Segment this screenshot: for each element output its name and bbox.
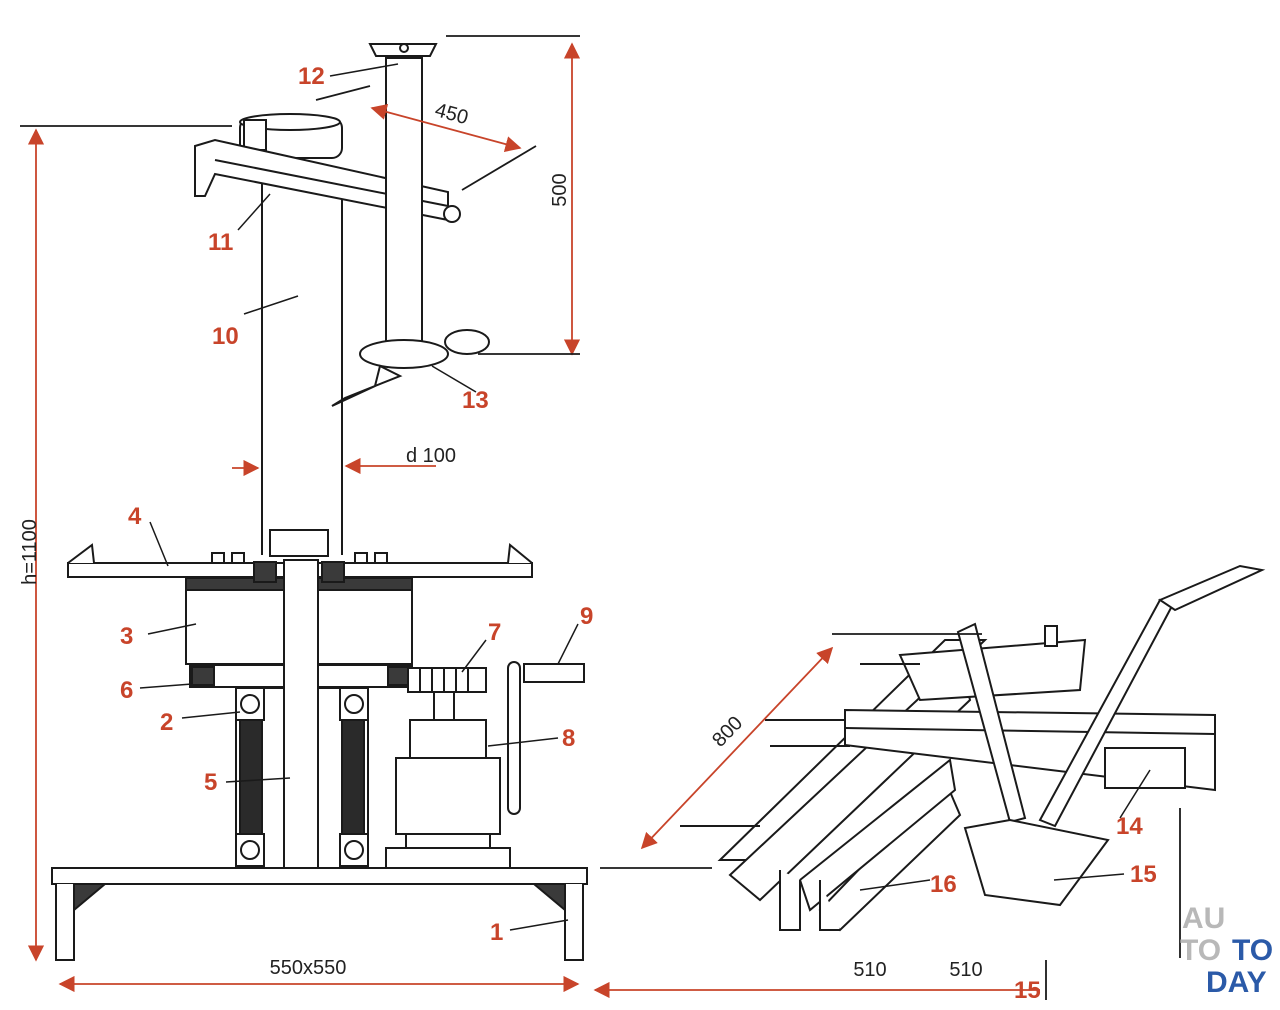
gear-train — [407, 667, 487, 721]
dim-base: 550x550 — [270, 957, 347, 979]
base-table — [51, 867, 588, 961]
motor-reducer — [385, 719, 511, 869]
dim-arm-length: 450 — [433, 99, 471, 129]
central-shaft — [269, 529, 329, 869]
mounting-head — [331, 329, 490, 407]
part-label-16: 16 — [930, 871, 957, 898]
part-label-11: 11 — [208, 229, 233, 256]
part-labels: 12 11 10 13 4 3 6 2 5 7 9 8 1 14 15 16 — [120, 63, 1157, 946]
part-label-8: 8 — [562, 725, 575, 752]
watermark-line3: DAY — [1206, 966, 1267, 999]
dim-span-2: 510 — [949, 959, 982, 981]
part-label-10: 10 — [212, 323, 239, 350]
watermark-logo: AU TO TO DAY — [1180, 902, 1273, 999]
column — [261, 172, 343, 555]
part-label-13: 13 — [462, 387, 489, 414]
part-label-5: 5 — [204, 769, 217, 796]
dim-column-diameter: d 100 — [406, 445, 456, 467]
part-label-2: 2 — [160, 709, 173, 736]
dim-frame-length: 800 — [708, 712, 747, 751]
dim-span-1: 510 — [853, 959, 886, 981]
leader-lines — [139, 63, 1151, 931]
watermark-line1: AU — [1182, 902, 1225, 935]
part-label-12: 12 — [298, 63, 325, 90]
bead-breaker — [680, 564, 1266, 932]
swing-arm — [194, 113, 461, 223]
part-label-14: 14 — [1116, 813, 1143, 840]
watermark-line2a: TO — [1180, 934, 1221, 967]
dim-height: h=1100 — [19, 519, 41, 585]
part-label-9: 9 — [580, 603, 593, 630]
dimension-texts: h=1100 550x550 d 100 450 500 800 510 510… — [19, 99, 1041, 1004]
dim-vertical-travel: 500 — [549, 173, 571, 206]
part-label-3: 3 — [120, 623, 133, 650]
part-label-1: 1 — [490, 919, 503, 946]
part-label-4: 4 — [128, 503, 142, 530]
crank — [507, 661, 585, 815]
dim-span-end: 15 — [1014, 977, 1041, 1004]
part-label-7: 7 — [488, 619, 501, 646]
part-label-6: 6 — [120, 677, 133, 704]
dimension-lines — [20, 35, 1181, 1000]
part-label-15: 15 — [1130, 861, 1157, 888]
watermark-line2b: TO — [1232, 934, 1273, 967]
